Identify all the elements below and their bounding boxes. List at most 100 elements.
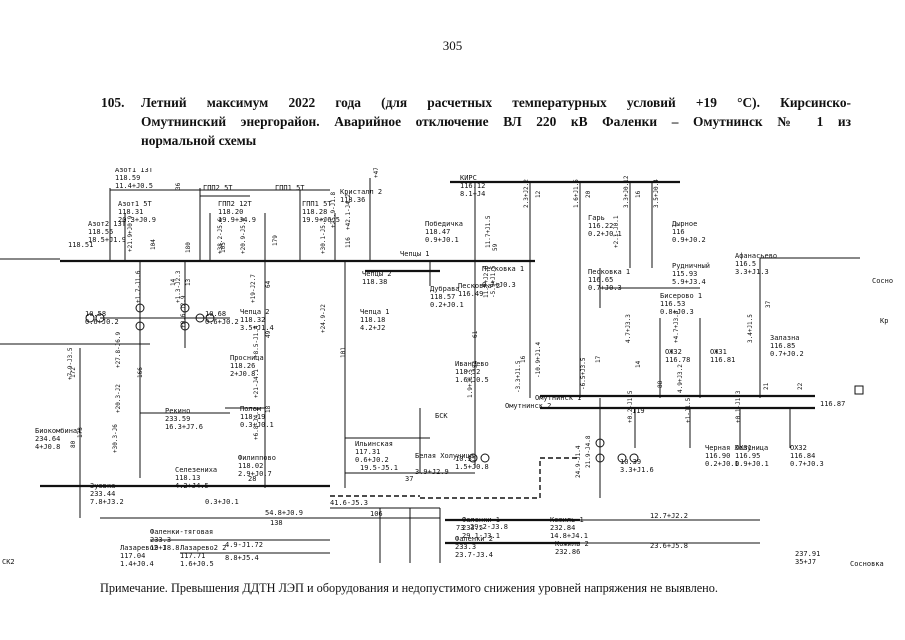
heading-line-1: Летний максимум 2022 года (для расчетных… <box>141 95 851 110</box>
node-flow: 1.6+J0.5 <box>455 376 489 384</box>
node-name: Бисерово 1 <box>660 292 702 300</box>
node-voltage: 233.3 <box>150 536 171 544</box>
node-flow: 20.3+J0.9 <box>118 216 156 224</box>
node-name: Чепца 2 <box>240 308 270 316</box>
node-voltage: 233.5 <box>462 524 483 532</box>
branch-current: 18 <box>265 405 272 413</box>
note: Примечание. Превышения ДДТН ЛЭП и оборуд… <box>100 581 718 595</box>
node-name: Фаленки-тяговая <box>150 528 213 536</box>
branch-current: 14 <box>170 278 177 286</box>
node-flow: 11.4+J0.5 <box>115 182 153 190</box>
branch-current: 105 <box>220 242 227 253</box>
node-voltage: 117.71 <box>180 552 205 560</box>
node-name: ОХ32 <box>790 444 807 452</box>
node-flow: 1.6+J0.5 <box>180 560 214 568</box>
node-voltage: 116.90 <box>705 452 730 460</box>
branch-current: 172 <box>70 367 77 378</box>
node-voltage: 118.59 <box>115 174 140 182</box>
node-flow: 1.4+J0.4 <box>120 560 154 568</box>
node-voltage: 118.51 <box>68 241 93 249</box>
branch-flow: +42.1-J4.2 <box>345 193 352 230</box>
heading-line-3: нормальной схемы <box>141 133 257 148</box>
node-flow: 16.3+J7.6 <box>165 423 203 431</box>
node-name: ГПП2 5Т <box>203 184 233 192</box>
node-voltage: 10.39 <box>620 458 641 466</box>
node-name: БСК <box>435 412 448 420</box>
vertical-flow-labels: +21.9+J0.9+38.2-J5.6+20.9-J5.4+30.1-J5.3… <box>67 168 754 478</box>
heading-line-2: Омутнинский энергорайон. Аварийное отклю… <box>141 114 851 129</box>
heading: 105. Летний максимум 2022 года (для расче… <box>101 93 851 150</box>
branch-current: 61 <box>472 330 479 338</box>
branch-flow: 4.9+J3.2 <box>677 364 684 393</box>
node-name: Чепца 1 <box>360 308 390 316</box>
branch-flow: 21.9-J4.8 <box>585 435 592 468</box>
branch-flow: -3.3+J1.5 <box>515 360 522 393</box>
branch-current: 64 <box>265 280 272 288</box>
node-flow: 1.5+J0.8 <box>455 463 489 471</box>
heading-number: 105. <box>101 95 125 110</box>
branch-flow: +8.5-J1.4 <box>253 325 260 358</box>
branch-flow: 1.9+J1.5 <box>467 369 474 398</box>
line-flow-cur-37: 37 <box>405 475 413 483</box>
branch-flow: 2.3+J2.2 <box>523 179 530 208</box>
line-flow-cur-119: 119 <box>632 407 645 415</box>
branch-flow: +25.9-J1.8 <box>330 191 337 228</box>
node-flow: 2.9+J0.7 <box>238 470 272 478</box>
branch-current: 22 <box>797 382 804 390</box>
branch-current: 21 <box>763 382 770 390</box>
node-name: ОХ31 <box>735 444 752 452</box>
node-name: Лазарево2 2 <box>180 544 226 552</box>
branch-current: 49 <box>265 330 272 338</box>
line-flow-cur-138: 138 <box>270 519 283 527</box>
line-flow-fal-tyag-1: 4.9-J1.72 <box>225 541 263 549</box>
node-voltage: 118.52 <box>455 368 480 376</box>
branch-flow: +0.6-J2.9 <box>180 295 187 328</box>
node-flow: 2+J0.8 <box>230 370 255 378</box>
node-name: Кожиль 1 <box>550 516 584 524</box>
node-voltage: 233.44 <box>90 490 115 498</box>
node-voltage: 233.59 <box>165 415 190 423</box>
branch-flow: +6.8-J4.2 <box>253 407 260 440</box>
branch-flow: -5.9+J1.5 <box>490 265 497 298</box>
node-name: Черная Холуница <box>705 444 768 452</box>
branch-flow: -6.5+J3.5 <box>580 357 587 390</box>
node-voltage: 118.13 <box>175 474 200 482</box>
node-flow: 4.2+J2 <box>360 324 385 332</box>
node-voltage: 232.84 <box>550 524 575 532</box>
node-name: Песковка 1 <box>588 268 630 276</box>
node-voltage: 116.5 <box>735 260 756 268</box>
node-name: Залазна <box>770 334 800 342</box>
node-flow: 0.9+J0.1 <box>735 460 769 468</box>
branch-flow: 36 <box>175 182 182 190</box>
branch-flow: 11.7+J2.6 <box>483 265 490 298</box>
node-voltage: 233.3 <box>455 543 476 551</box>
node-flow: 19.9+J4.9 <box>218 216 256 224</box>
node-flow: 3.5+J1.4 <box>240 324 274 332</box>
branch-current: 14 <box>635 360 642 368</box>
branch-flow: +24.9-J2 <box>320 304 327 333</box>
node-flow: 3.3+J1.3 <box>735 268 769 276</box>
node-voltage: 237.91 <box>795 550 820 558</box>
branch-flow: 3.4+J1.5 <box>747 314 754 343</box>
branch-flow: +7.9-J3.5 <box>67 347 74 380</box>
branch-current: 12 <box>535 190 542 198</box>
branch-flow: +19-J2.7 <box>250 274 257 303</box>
node-voltage: 116.49 <box>458 290 483 298</box>
node-flow: 3.9+J2.9 <box>415 468 449 476</box>
node-name: Белая Холуница <box>415 452 474 460</box>
branch-current: 20 <box>585 190 592 198</box>
branch-flow: +27.8-J6.9 <box>115 331 122 368</box>
branch-current: 54 <box>472 360 479 368</box>
node-name: Сосновка <box>850 560 884 568</box>
node-voltage: 116 <box>672 228 685 236</box>
branch-flow: 24.9-J1.4 <box>575 445 582 478</box>
node-flow: 19+J8.8 <box>150 544 180 552</box>
node-flow: 14.8+J4.1 <box>550 532 588 540</box>
node-name: Зуевка <box>90 482 115 490</box>
branch-flow: +4.7+J3.8 <box>673 310 680 343</box>
node-name: Кр <box>880 317 888 325</box>
branch-current: 16 <box>520 355 527 363</box>
node-name: Азот1 13Т <box>115 168 154 174</box>
node-voltage: 116.22 <box>588 222 613 230</box>
